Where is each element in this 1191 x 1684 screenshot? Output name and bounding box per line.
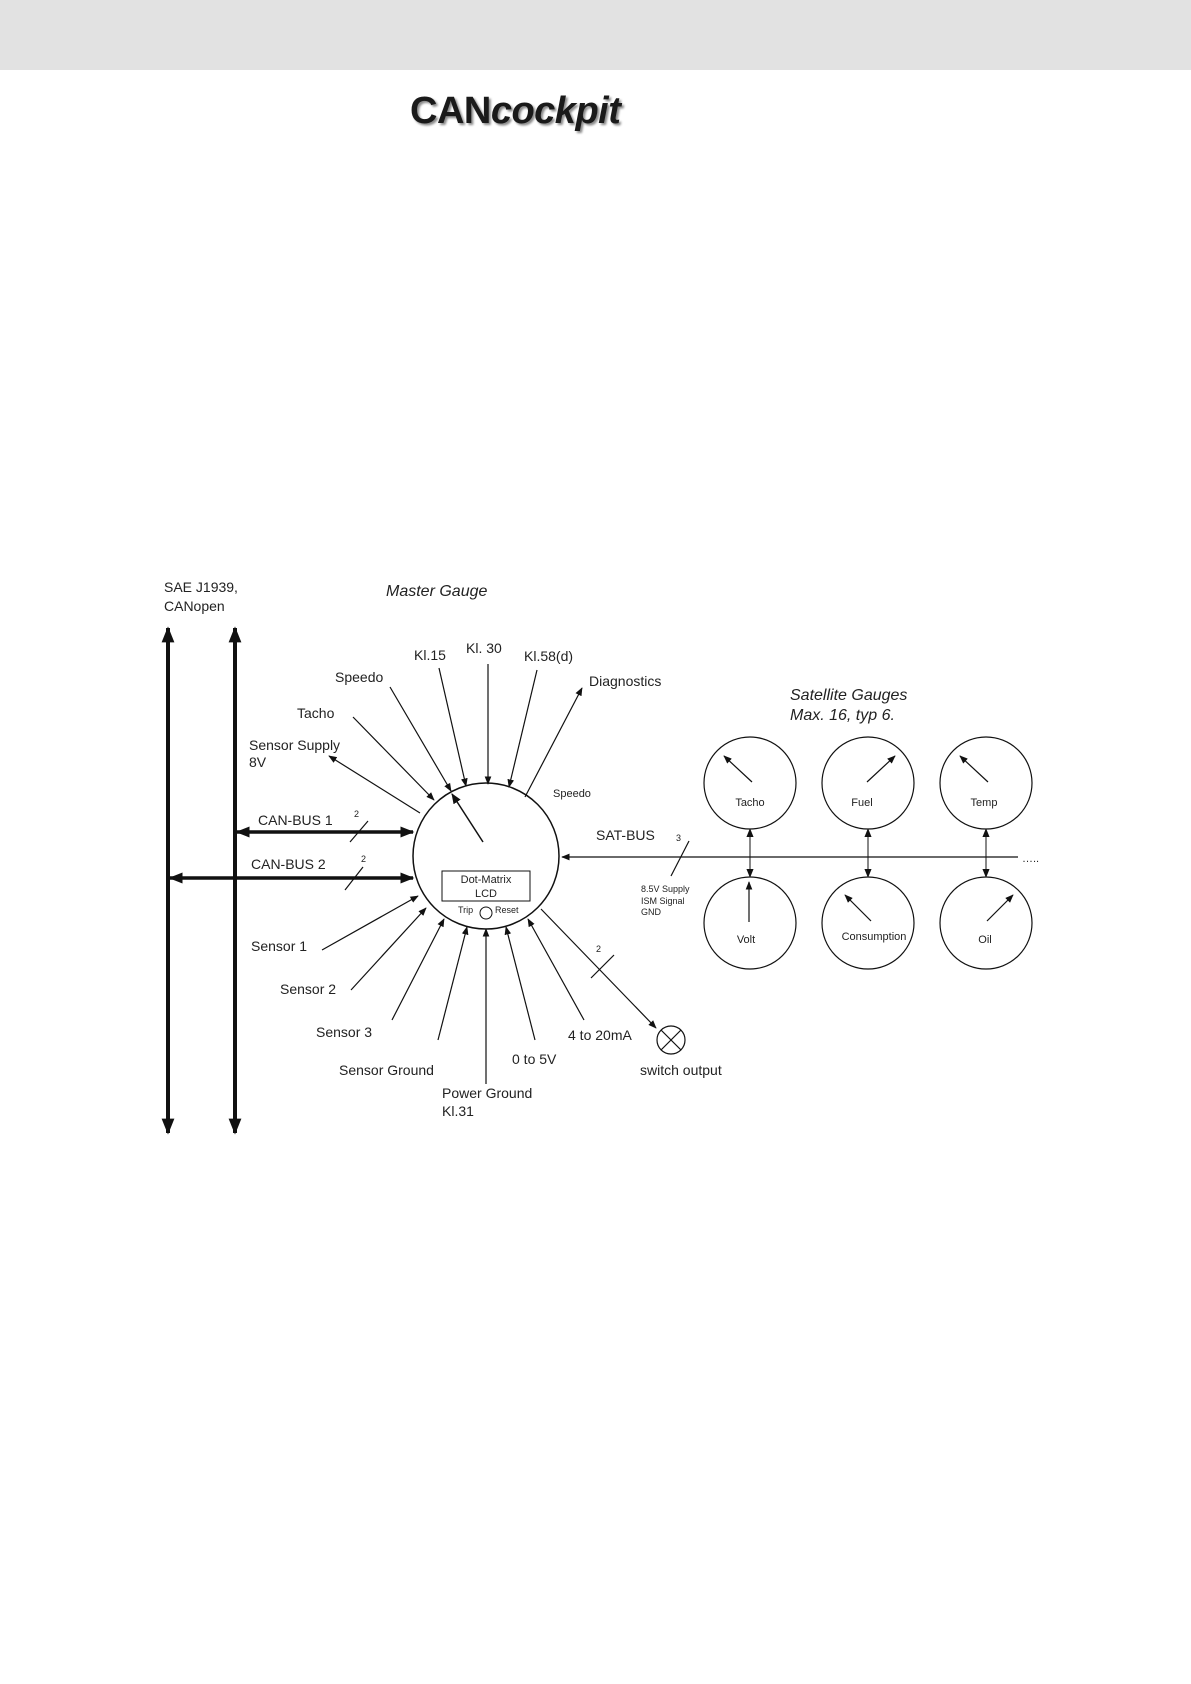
gauge-needle bbox=[844, 894, 872, 922]
arrow-kl15 bbox=[438, 667, 468, 787]
lcd-label-line1: Dot-Matrix bbox=[461, 874, 512, 886]
signal-diagnostics: Diagnostics bbox=[589, 673, 661, 689]
arrow-0to5v bbox=[504, 926, 536, 1041]
arrow-sensor-supply bbox=[328, 755, 421, 814]
master-gauge-needle bbox=[451, 793, 484, 843]
logo-prefix: CAN bbox=[410, 90, 491, 132]
signal-kl30: Kl. 30 bbox=[466, 640, 502, 656]
switch-output-lamp bbox=[656, 1025, 686, 1055]
gauge-circle bbox=[703, 736, 797, 830]
sat-bus-gnd: GND bbox=[641, 907, 662, 917]
gauge-needle bbox=[866, 755, 896, 783]
gauge-label: Temp bbox=[971, 797, 998, 809]
satellite-gauge-oil: Oil bbox=[939, 876, 1033, 970]
signal-speedo-small: Speedo bbox=[553, 788, 591, 800]
switch-output-wires: 2 bbox=[596, 944, 601, 954]
satellite-title-line2: Max. 16, typ 6. bbox=[790, 707, 895, 724]
trip-label: Trip bbox=[458, 905, 473, 915]
switch-output-slash bbox=[590, 954, 615, 979]
signal-kl58: Kl.58(d) bbox=[524, 648, 573, 664]
signal-sensor1: Sensor 1 bbox=[251, 938, 307, 954]
top-signal-arrows bbox=[328, 664, 583, 814]
arrow-tacho bbox=[352, 716, 435, 801]
gauge-label: Fuel bbox=[851, 797, 872, 809]
sat-bus-label: SAT-BUS bbox=[596, 827, 655, 843]
arrow-switch-output bbox=[540, 908, 657, 1029]
sat-bus-slash bbox=[670, 840, 690, 877]
arrow-kl58 bbox=[507, 669, 538, 788]
logo-suffix: cockpit bbox=[490, 90, 621, 132]
sat-bus-wires: 3 bbox=[676, 833, 681, 843]
signal-4to20ma: 4 to 20mA bbox=[568, 1027, 632, 1043]
signal-speedo: Speedo bbox=[335, 669, 383, 685]
satellite-gauge-volt: Volt bbox=[703, 876, 797, 970]
arrow-sensor1 bbox=[321, 895, 419, 951]
lamp-cross-2 bbox=[660, 1029, 682, 1051]
satellite-gauge-fuel: Fuel bbox=[821, 736, 915, 830]
gauge-circle bbox=[703, 876, 797, 970]
main-bus-lines bbox=[161, 626, 242, 1135]
signal-sensor-supply-line2: 8V bbox=[249, 754, 267, 770]
lcd-label-line2: LCD bbox=[475, 888, 497, 900]
signal-sensor3: Sensor 3 bbox=[316, 1024, 372, 1040]
reset-label: Reset bbox=[495, 905, 519, 915]
satellite-title-line1: Satellite Gauges bbox=[790, 687, 907, 704]
gauge-needle bbox=[723, 755, 753, 783]
bottom-signal-arrows bbox=[321, 895, 657, 1084]
gauge-label: Consumption bbox=[842, 931, 907, 943]
bus-label-line2: CANopen bbox=[164, 598, 225, 614]
sat-bus-supply: 8.5V Supply bbox=[641, 884, 690, 894]
gauge-circle bbox=[821, 736, 915, 830]
arrow-sensor2 bbox=[350, 907, 427, 991]
bus-label-line1: SAE J1939, bbox=[164, 579, 238, 595]
signal-sensor2: Sensor 2 bbox=[280, 981, 336, 997]
signal-power-ground-line1: Power Ground bbox=[442, 1085, 532, 1101]
gauge-needle bbox=[959, 755, 989, 783]
master-gauge-title: Master Gauge bbox=[386, 583, 487, 600]
signal-0to5v: 0 to 5V bbox=[512, 1051, 557, 1067]
satellite-gauge-tacho: Tacho bbox=[703, 736, 797, 830]
arrow-sensor3 bbox=[391, 918, 445, 1021]
can-bus-1-slash bbox=[349, 820, 369, 843]
header-band bbox=[0, 0, 1191, 70]
arrow-sensor-ground bbox=[437, 926, 469, 1041]
signal-kl15: Kl.15 bbox=[414, 647, 446, 663]
arrow-4to20ma bbox=[527, 918, 585, 1021]
can-bus-1-wires: 2 bbox=[354, 809, 359, 819]
satellite-gauge-consumption: Consumption bbox=[821, 876, 915, 970]
sat-bus-ellipsis: ….. bbox=[1022, 853, 1039, 865]
satellite-gauge-temp: Temp bbox=[939, 736, 1033, 830]
can-bus-2-slash bbox=[344, 866, 364, 891]
gauge-label: Oil bbox=[978, 934, 991, 946]
trip-reset-button bbox=[479, 906, 493, 920]
gauge-label: Tacho bbox=[735, 797, 764, 809]
gauge-circle bbox=[939, 736, 1033, 830]
sat-bus bbox=[561, 840, 1018, 877]
gauge-label: Volt bbox=[737, 934, 755, 946]
sat-bus-signal: ISM Signal bbox=[641, 896, 685, 906]
arrow-diagnostics bbox=[524, 687, 583, 798]
gauge-circle bbox=[821, 876, 915, 970]
signal-sensor-ground: Sensor Ground bbox=[339, 1062, 434, 1078]
can-bus-2-wires: 2 bbox=[361, 854, 366, 864]
gauge-circle bbox=[939, 876, 1033, 970]
signal-tacho: Tacho bbox=[297, 705, 335, 721]
gauge-needle bbox=[986, 894, 1014, 922]
satellite-connectors bbox=[746, 828, 990, 878]
arrow-speedo bbox=[389, 686, 452, 792]
lcd-display bbox=[441, 870, 531, 902]
signal-power-ground-line2: Kl.31 bbox=[442, 1103, 474, 1119]
can-bus-1-label: CAN-BUS 1 bbox=[258, 812, 333, 828]
signal-sensor-supply-line1: Sensor Supply bbox=[249, 737, 340, 753]
can-bus-2-label: CAN-BUS 2 bbox=[251, 856, 326, 872]
can-bus-arrows bbox=[168, 820, 415, 891]
signal-switch-output: switch output bbox=[640, 1062, 722, 1078]
cancockpit-logo: CANcockpit bbox=[410, 90, 621, 133]
